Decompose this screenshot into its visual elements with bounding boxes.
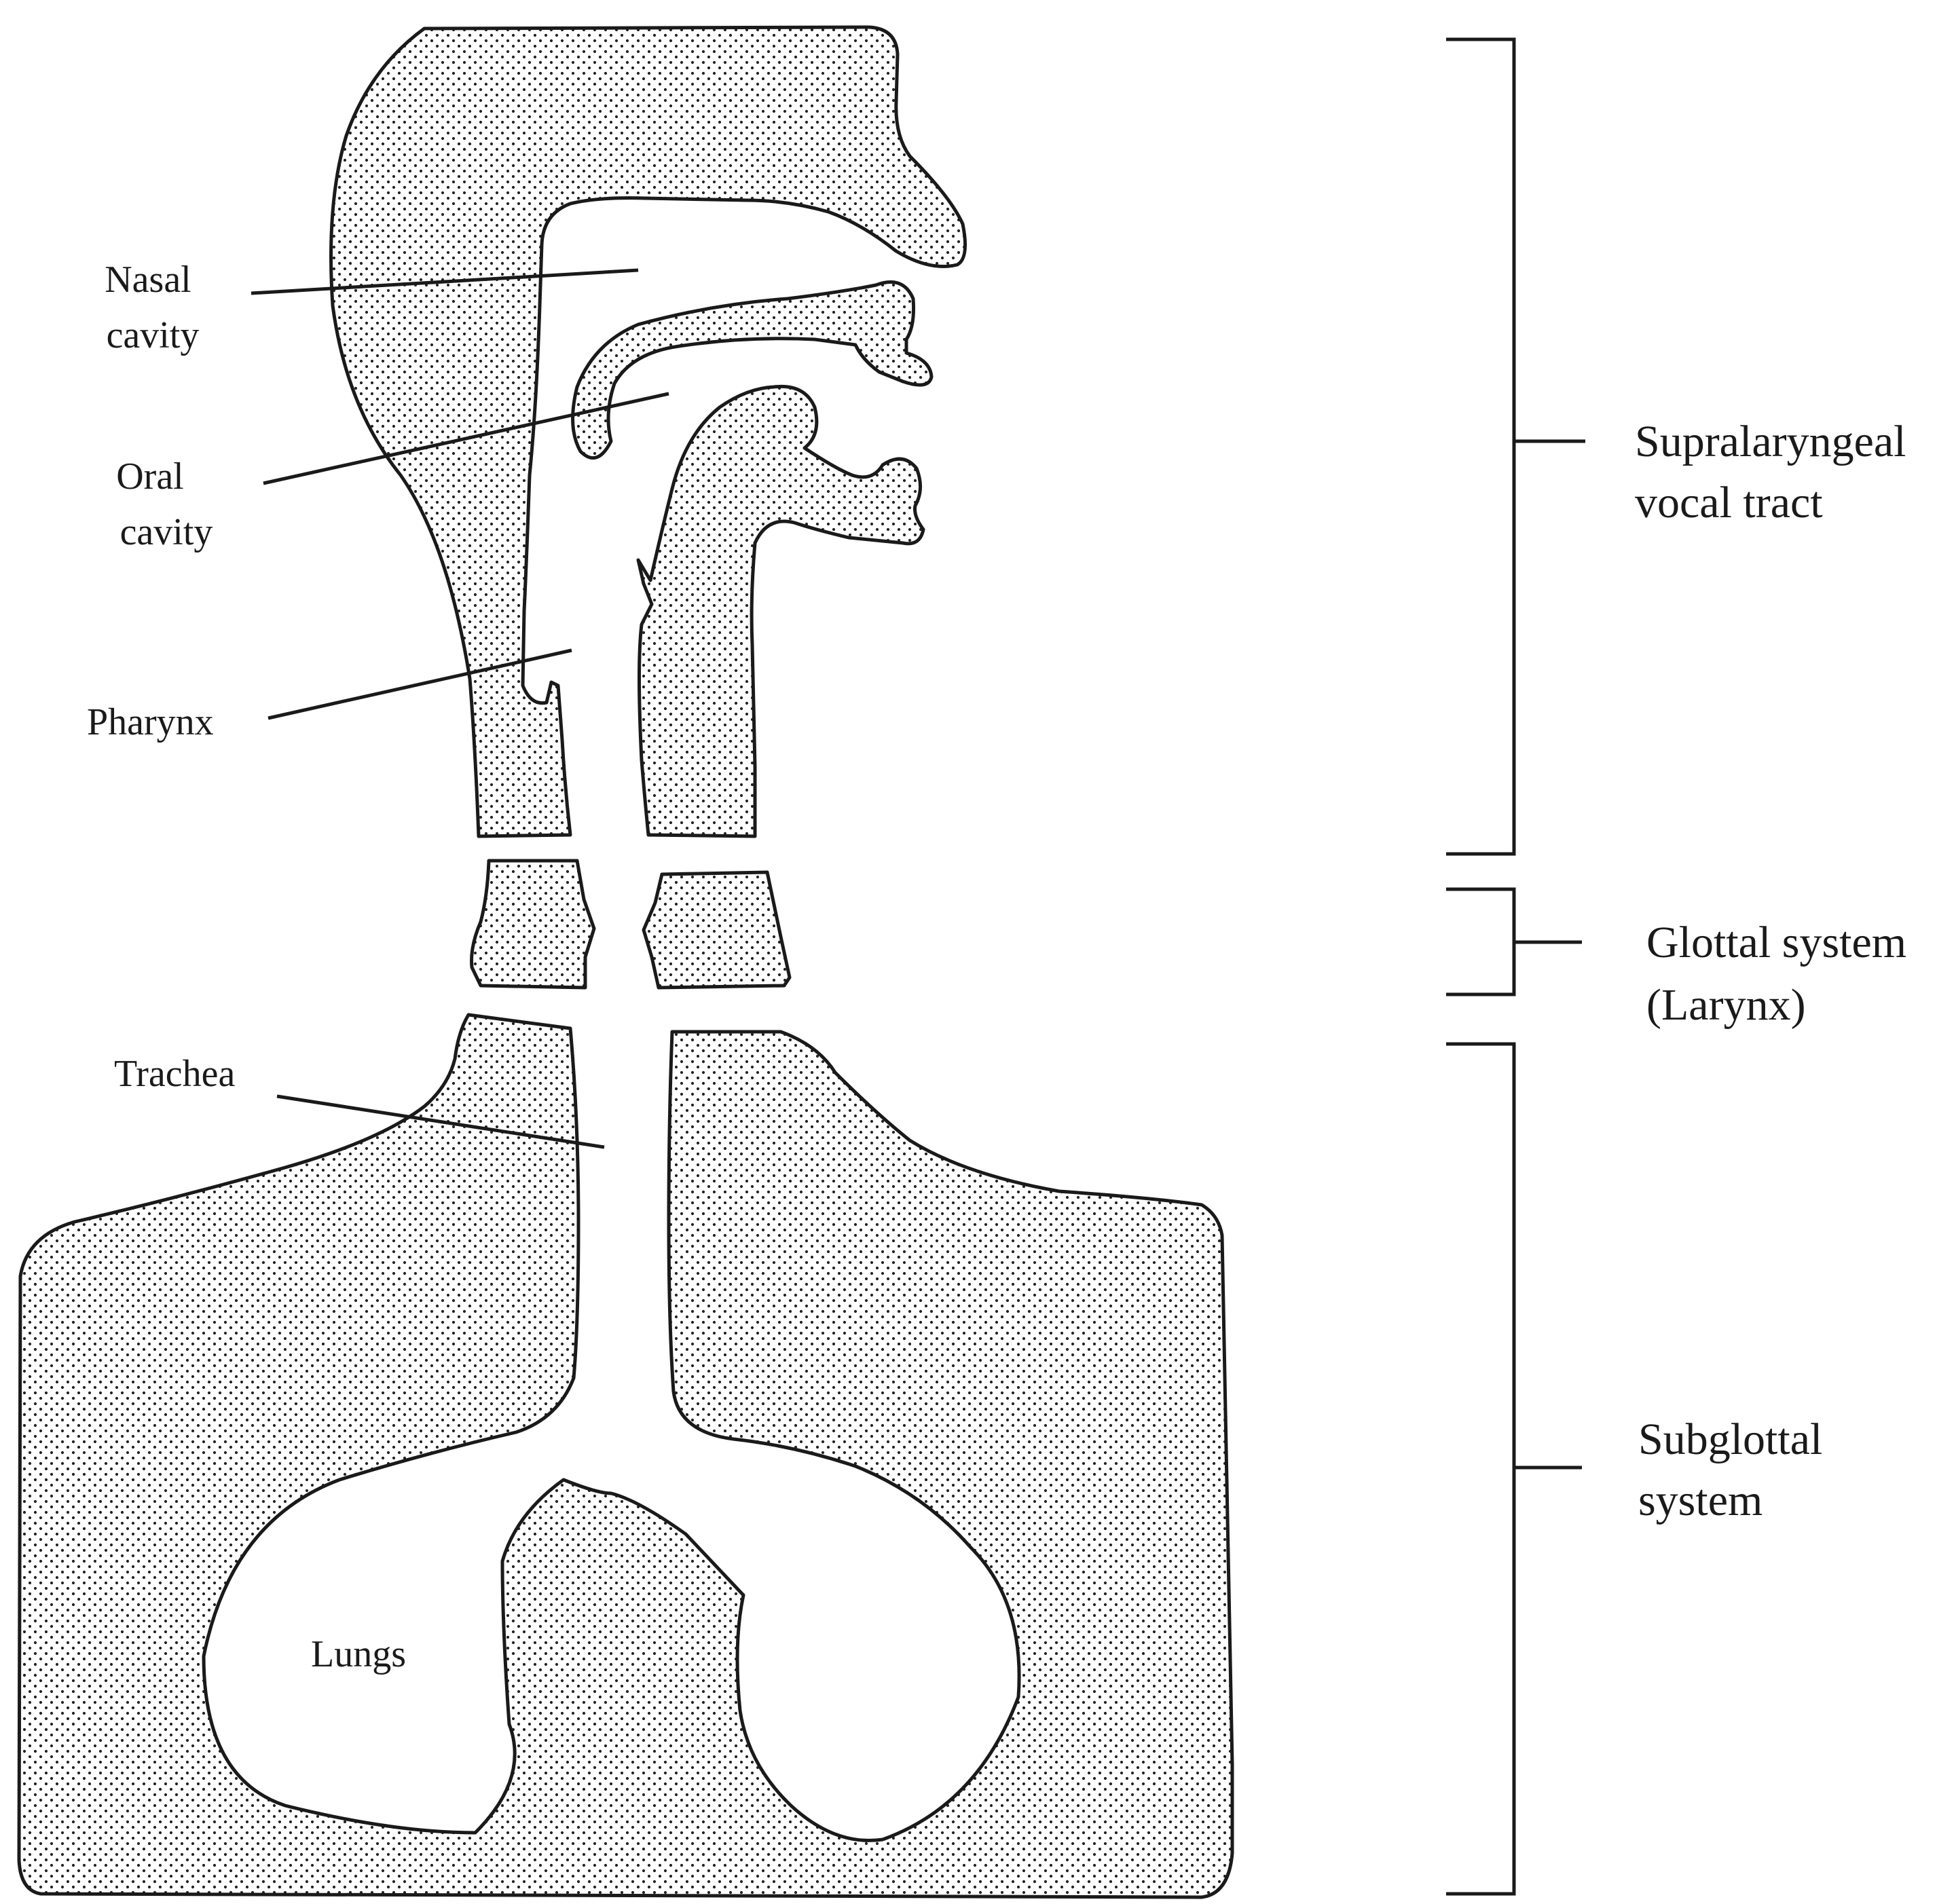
pharynx-label: Pharynx: [87, 701, 214, 743]
subglottal-bracket: [1446, 1044, 1582, 1894]
subglottal-line1: Subglottal: [1638, 1415, 1822, 1464]
glottal-bracket: [1446, 889, 1582, 994]
supralaryngeal-line1: Supralaryngeal: [1635, 417, 1906, 466]
glottal-label: Glottal system (Larynx): [1646, 918, 1918, 1030]
tongue: [638, 386, 923, 836]
nasal-label-line2: cavity: [107, 314, 200, 356]
subglottal-label: Subglottal system: [1638, 1415, 1834, 1525]
supralaryngeal-label: Supralaryngeal vocal tract: [1635, 417, 1917, 527]
glottal-line2: (Larynx): [1646, 980, 1806, 1030]
subglottal-line2: system: [1638, 1476, 1763, 1525]
chest: [19, 1015, 1232, 1897]
nasal-cavity-label: Nasal cavity: [105, 259, 201, 356]
oral-label-line2: cavity: [120, 511, 213, 553]
nasal-label-line1: Nasal: [105, 259, 191, 301]
larynx-right: [644, 872, 790, 988]
system-brackets: [1446, 39, 1585, 1894]
head-region: [331, 27, 965, 836]
supralaryngeal-bracket: [1446, 39, 1585, 854]
thorax-outline: [19, 1015, 1232, 1897]
larynx: [472, 861, 790, 988]
supralaryngeal-line2: vocal tract: [1635, 478, 1823, 527]
trachea-label: Trachea: [114, 1053, 235, 1095]
oral-label-line1: Oral: [116, 455, 184, 498]
lungs-label: Lungs: [311, 1633, 406, 1675]
system-labels: Supralaryngeal vocal tract Glottal syste…: [1635, 417, 1918, 1525]
larynx-left: [472, 861, 594, 988]
oral-cavity-label: Oral cavity: [116, 455, 213, 553]
glottal-line1: Glottal system: [1646, 918, 1906, 967]
